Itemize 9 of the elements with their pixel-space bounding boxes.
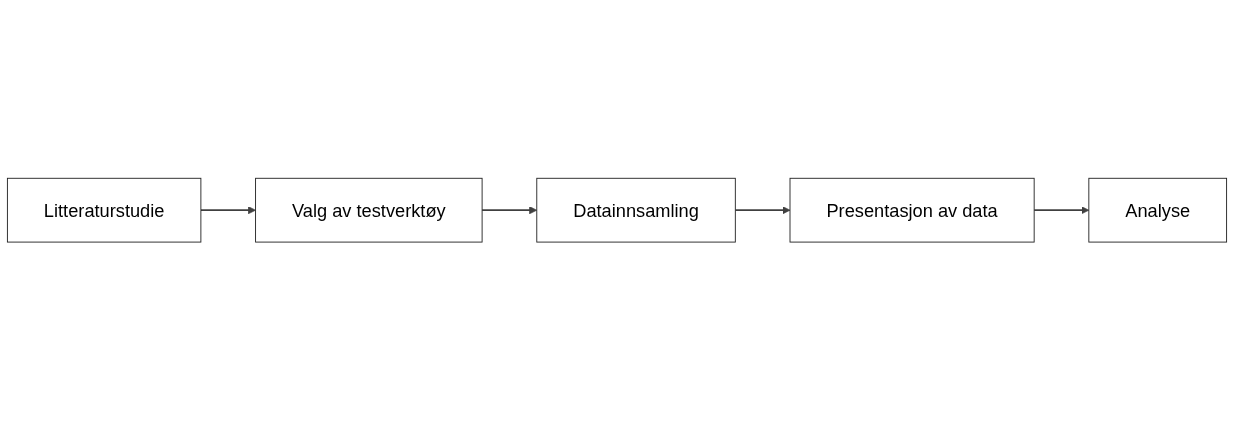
node-box: Analyse	[1088, 178, 1228, 243]
node-box: Presentasjon av data	[789, 178, 1035, 243]
node-box: Datainnsamling	[536, 178, 736, 243]
arrow	[481, 206, 538, 215]
node-box: Valg av testverktøy	[255, 178, 483, 243]
arrow	[734, 206, 791, 215]
node-box: Litteraturstudie	[6, 178, 202, 243]
arrow	[199, 206, 256, 215]
arrow	[1033, 206, 1090, 215]
